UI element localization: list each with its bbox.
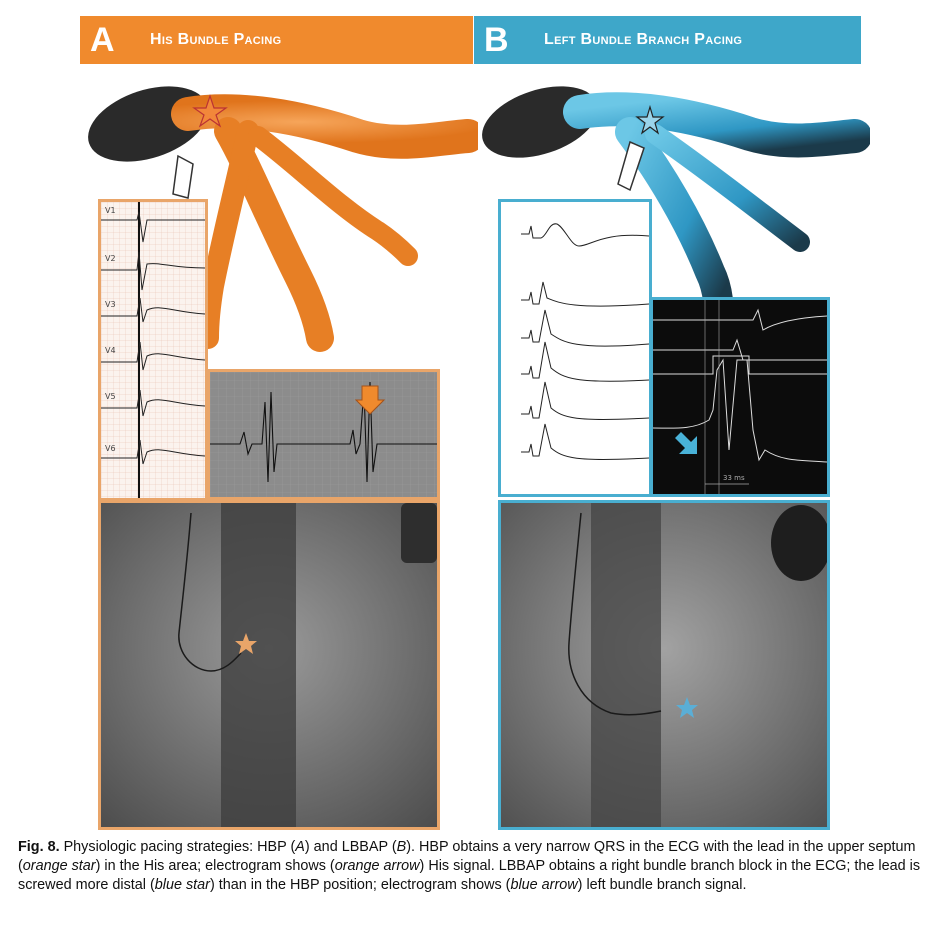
lead-label-v6: V6 xyxy=(105,444,116,453)
electrogram-tracing-a xyxy=(210,372,437,497)
electrogram-panel-b: 33 ms xyxy=(650,297,830,497)
lead-label-v2: V2 xyxy=(105,254,116,263)
interval-label: 33 ms xyxy=(723,474,745,482)
caption-ref-b: B xyxy=(396,839,407,855)
caption-text-7: ) left bundle branch signal. xyxy=(577,877,747,893)
panel-a-letter: A xyxy=(90,20,115,59)
caption-text-2: ) and LBBAP ( xyxy=(304,839,397,855)
lead-label-v1: V1 xyxy=(105,206,116,215)
fluoroscopy-render-b xyxy=(501,503,827,827)
electrogram-panel-a xyxy=(207,369,440,500)
his-bundle-illustration xyxy=(88,86,478,352)
caption-text-3: ). HBP obtains a very narrow QRS in the … xyxy=(18,839,916,874)
lead-label-v4: V4 xyxy=(105,346,116,355)
fluoroscopy-image-a xyxy=(98,500,440,830)
figure-caption: Fig. 8. Physiologic pacing strategies: H… xyxy=(18,838,930,895)
panel-b-title: Left Bundle Branch Pacing xyxy=(544,31,743,48)
caption-text-5: ) His signal. LBBAP obtains a right bund… xyxy=(18,858,921,893)
ecg-tracing-b xyxy=(521,223,649,461)
figure-label: Fig. 8. xyxy=(18,839,60,855)
lead-label-v5: V5 xyxy=(105,392,116,401)
orange-star-marker xyxy=(235,633,257,654)
panel-a-header: A His Bundle Pacing xyxy=(80,16,473,64)
blue-star-icon xyxy=(635,104,665,135)
caption-orange-star: orange star xyxy=(22,858,96,874)
caption-blue-star: blue star xyxy=(154,877,210,893)
pacing-lead-shape xyxy=(172,154,194,199)
orange-arrow-icon xyxy=(354,385,386,415)
lead-label-v3: V3 xyxy=(105,300,116,309)
left-bundle-illustration xyxy=(482,86,870,302)
blue-star-marker xyxy=(676,697,698,718)
blue-arrow-icon xyxy=(675,432,697,454)
fluoroscopy-image-b xyxy=(498,500,830,830)
orange-star-icon xyxy=(192,94,228,128)
ecg-panel-a: V1 V2 V3 V4 V5 V6 xyxy=(98,199,208,501)
caption-text-4: ) in the His area; electrogram shows ( xyxy=(95,858,335,874)
panel-a-title: His Bundle Pacing xyxy=(150,31,282,48)
panel-b-header: B Left Bundle Branch Pacing xyxy=(474,16,861,64)
panel-b-letter: B xyxy=(484,20,509,59)
ecg-tracing-a xyxy=(101,202,205,498)
ecg-panel-b xyxy=(498,199,652,497)
electrogram-tracing-b: 33 ms xyxy=(653,300,827,494)
pacing-lead-shape-b xyxy=(617,140,645,192)
caption-blue-arrow: blue arrow xyxy=(510,877,578,893)
caption-ref-a: A xyxy=(295,839,305,855)
caption-text-6: ) than in the HBP position; electrogram … xyxy=(209,877,511,893)
caption-orange-arrow: orange arrow xyxy=(334,858,420,874)
caption-text-1: Physiologic pacing strategies: HBP ( xyxy=(59,839,296,855)
fluoroscopy-render-a xyxy=(101,503,437,827)
